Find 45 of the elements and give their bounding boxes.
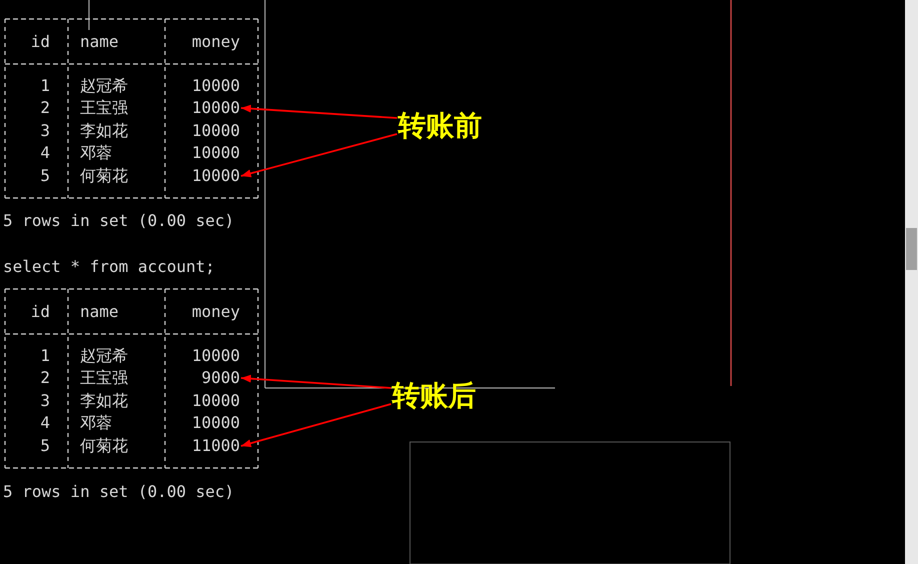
name-value: 李如花 — [80, 390, 129, 412]
money-value: 10000 — [166, 165, 240, 187]
name-value: 李如花 — [80, 120, 129, 142]
arrow — [240, 104, 398, 119]
id-value: 5 — [39, 435, 50, 457]
column-header: money — [190, 301, 240, 323]
id-value: 4 — [39, 142, 50, 164]
arrow — [240, 374, 392, 389]
column-header: name — [80, 31, 120, 53]
annotation-label: 转账前 — [398, 108, 482, 144]
name-value: 邓蓉 — [80, 142, 113, 164]
money-value: 10000 — [190, 142, 240, 164]
id-value: 1 — [39, 345, 50, 367]
id-value: 1 — [39, 75, 50, 97]
id-value: 4 — [39, 412, 50, 434]
money-value: 10000 — [190, 345, 240, 367]
arrow — [240, 133, 398, 178]
name-value: 何菊花 — [80, 435, 129, 457]
name-value: 赵冠希 — [80, 75, 129, 97]
money-value: 10000 — [190, 75, 240, 97]
id-value: 3 — [39, 390, 50, 412]
money-value: 11000 — [166, 435, 240, 457]
column-header: name — [80, 301, 120, 323]
column-header: money — [190, 31, 240, 53]
name-value: 何菊花 — [80, 165, 129, 187]
name-value: 赵冠希 — [80, 345, 129, 367]
name-value: 王宝强 — [80, 367, 129, 389]
money-value: 10000 — [166, 97, 240, 119]
status-text: 5 rows in set (0.00 sec) — [3, 481, 234, 503]
id-value: 5 — [39, 165, 50, 187]
id-value: 3 — [39, 120, 50, 142]
money-value: 10000 — [190, 120, 240, 142]
money-value: 10000 — [190, 412, 240, 434]
money-value: 10000 — [190, 390, 240, 412]
name-value: 王宝强 — [80, 97, 129, 119]
arrow — [240, 403, 392, 448]
status-text: 5 rows in set (0.00 sec) — [3, 210, 234, 232]
id-value: 2 — [39, 367, 50, 389]
sql-command: select * from account; — [3, 256, 215, 278]
column-header: id — [30, 301, 50, 323]
id-value: 2 — [39, 97, 50, 119]
column-header: id — [30, 31, 50, 53]
name-value: 邓蓉 — [80, 412, 113, 434]
annotation-label: 转账后 — [392, 378, 476, 414]
money-value: 9000 — [166, 367, 240, 389]
